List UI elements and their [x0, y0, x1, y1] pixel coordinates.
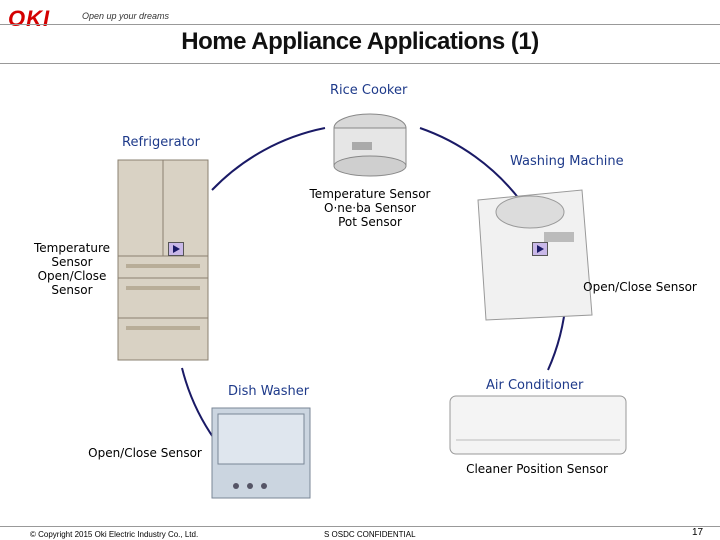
sensor-text: Temperature Sensor	[309, 187, 431, 201]
washing-machine-play-button[interactable]	[532, 242, 548, 256]
title-divider	[0, 63, 720, 64]
cycle-arc-ricecooker-washer	[419, 127, 521, 201]
sensor-text: Sensor	[51, 255, 93, 269]
rice-cooker-image	[333, 113, 407, 177]
washing-machine-sensor: Open/Close Sensor	[583, 280, 697, 294]
rice-cooker-sensor-list: Temperature Sensor O·ne·ba Sensor Pot Se…	[300, 187, 440, 229]
cycle-arc-fridge-ricecooker	[211, 127, 326, 191]
cycle-arc-dishwasher	[181, 367, 216, 441]
refrigerator-image	[117, 159, 209, 361]
sensor-text: Pot Sensor	[338, 215, 402, 229]
washing-machine-label: Washing Machine	[510, 154, 624, 169]
air-conditioner-sensor: Cleaner Position Sensor	[466, 462, 608, 476]
oki-logo: OKI	[8, 6, 51, 31]
refrigerator-play-button[interactable]	[168, 242, 184, 256]
refrigerator-label: Refrigerator	[122, 135, 200, 150]
sensor-text: Temperature	[33, 241, 110, 255]
sensor-text: Open/Close	[37, 269, 107, 283]
dish-washer-label: Dish Washer	[228, 384, 310, 399]
air-conditioner-label: Air Conditioner	[486, 378, 584, 393]
footer-divider	[0, 526, 720, 527]
rice-cooker-label: Rice Cooker	[330, 83, 408, 98]
page-number: 17	[692, 527, 704, 538]
header-divider	[0, 24, 720, 25]
copyright: © Copyright 2015 Oki Electric Industry C…	[30, 530, 199, 539]
page-title: Home Appliance Applications (1)	[181, 28, 539, 55]
dish-washer-image	[211, 407, 311, 499]
air-conditioner-image	[449, 395, 627, 455]
confidential-notice: S OSDC CONFIDENTIAL	[324, 530, 416, 539]
sensor-text: O·ne·ba Sensor	[324, 201, 416, 215]
sensor-text: Sensor	[51, 283, 93, 297]
tagline: Open up your dreams	[82, 11, 170, 21]
refrigerator-sensor-list: Temperature Sensor Open/Close Sensor	[22, 241, 122, 297]
dish-washer-sensor: Open/Close Sensor	[88, 446, 202, 460]
